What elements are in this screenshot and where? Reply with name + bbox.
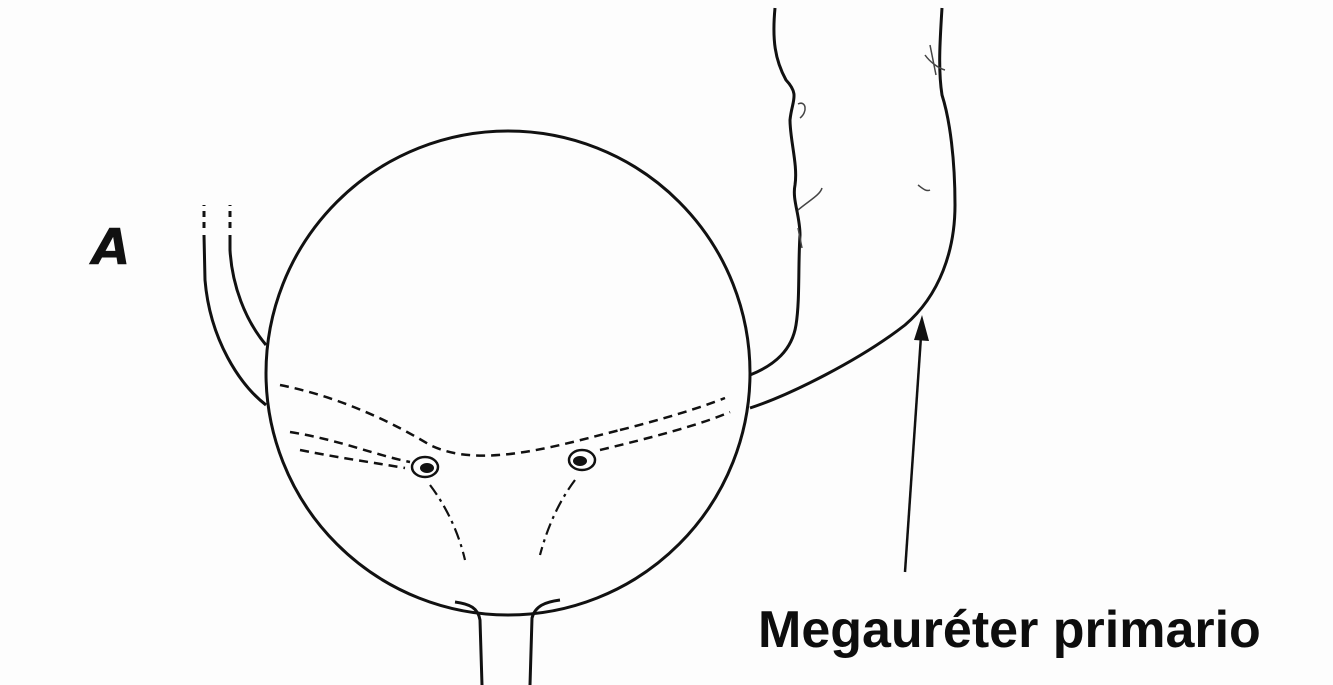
bladder-outline: [266, 131, 750, 615]
right-ureteral-orifice: [569, 450, 595, 470]
trigone-lines: [430, 480, 575, 560]
intravesical-tunnels: [280, 385, 730, 468]
pointer-arrow: [905, 315, 929, 572]
figure-caption: Megauréter primario: [758, 604, 1261, 656]
right-megaureter: [750, 8, 955, 408]
left-ureter: [204, 205, 266, 405]
panel-label: A: [92, 222, 131, 272]
megaureter-shading: [798, 45, 945, 248]
left-ureteral-orifice: [412, 457, 438, 477]
